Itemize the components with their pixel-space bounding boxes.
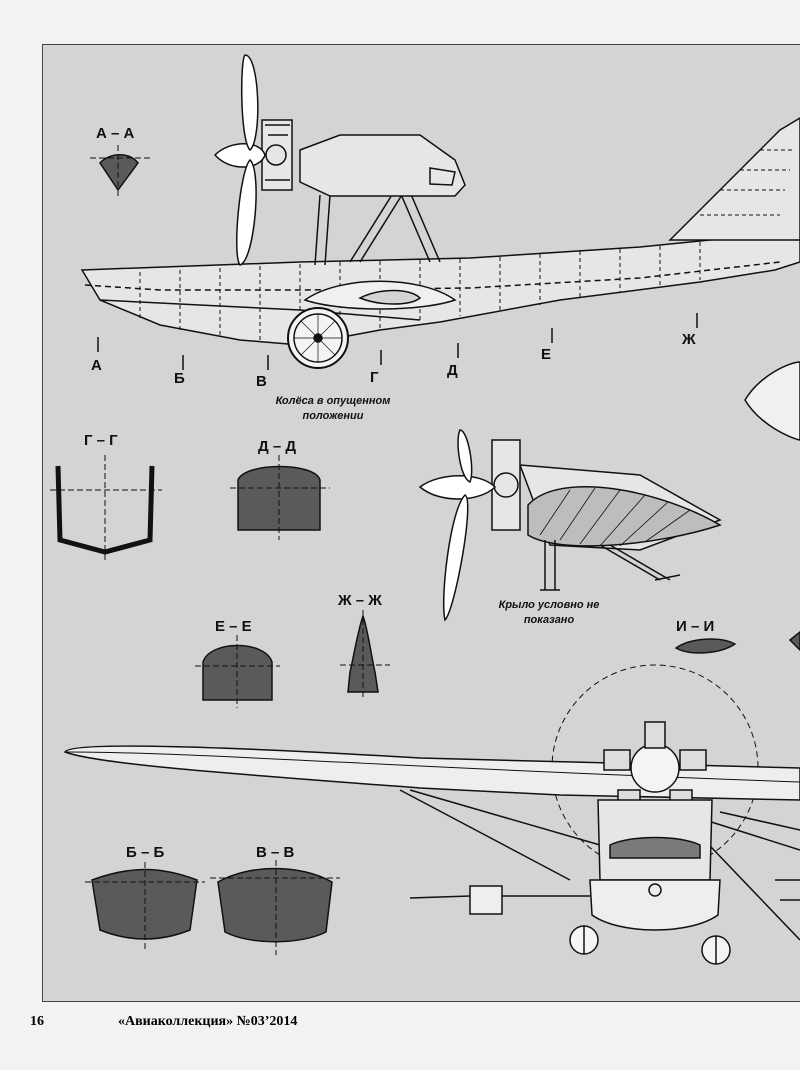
wing-note-line2: показано bbox=[523, 614, 575, 626]
section-dd-label: Д – Д bbox=[258, 438, 297, 455]
section-zhzh-label: Ж – Ж bbox=[338, 592, 382, 609]
front-view-drawing bbox=[63, 664, 800, 965]
wing-note: Крыло условно не показано bbox=[484, 598, 614, 628]
section-ee-shape bbox=[195, 635, 280, 708]
wheels-note-line2: положении bbox=[302, 410, 364, 422]
station-mark-d: Д bbox=[447, 362, 458, 379]
section-dd-shape bbox=[230, 455, 330, 540]
section-zhzh-shape bbox=[340, 610, 390, 700]
section-ii-label: И – И bbox=[676, 618, 715, 635]
side-view-drawing bbox=[80, 54, 800, 370]
section-gg-shape bbox=[50, 455, 162, 560]
section-bb-label: Б – Б bbox=[126, 844, 165, 861]
station-mark-e: Е bbox=[541, 346, 552, 363]
station-mark-b: Б bbox=[174, 370, 185, 387]
station-mark-g: Г bbox=[370, 369, 379, 386]
section-aa-shape bbox=[90, 145, 150, 198]
section-gg-label: Г – Г bbox=[84, 432, 118, 449]
engine-detail-drawing bbox=[418, 361, 800, 622]
section-vv-label: В – В bbox=[256, 844, 295, 861]
wing-note-line1: Крыло условно не bbox=[498, 599, 600, 611]
station-mark-a: А bbox=[91, 357, 102, 374]
section-aa-label: А – А bbox=[96, 125, 135, 142]
wheels-note-line1: Колёса в опущенном bbox=[275, 395, 391, 407]
station-mark-v: В bbox=[256, 373, 267, 390]
section-ii-shape bbox=[674, 631, 800, 654]
wheels-note: Колёса в опущенном положении bbox=[258, 394, 408, 424]
section-vv-shape bbox=[210, 860, 340, 955]
station-mark-zh: Ж bbox=[682, 331, 696, 348]
page-number: 16 bbox=[30, 1014, 44, 1029]
magazine-issue: «Авиаколлекция» №03’2014 bbox=[118, 1014, 298, 1029]
section-ee-label: Е – Е bbox=[215, 618, 252, 635]
section-bb-shape bbox=[85, 862, 205, 950]
